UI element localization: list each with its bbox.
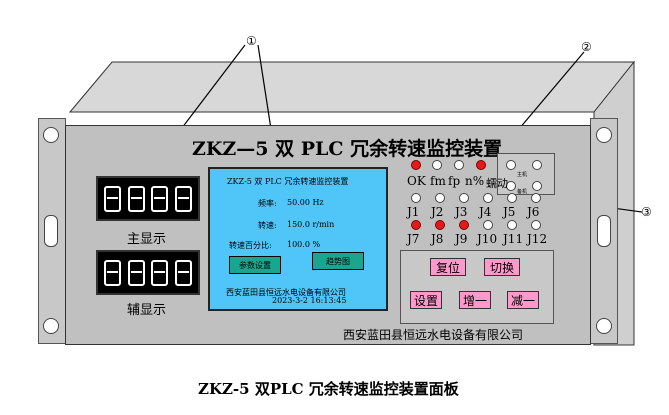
main-digit-4 [174,185,192,212]
left-ear-hole-bottom [43,318,59,334]
relay-led-j9 [459,220,469,230]
relay-led-j2 [435,193,445,203]
lcd-title: ZKZ-5 双 PLC 冗余转速监控装置 [227,177,349,186]
status-led-npct [476,160,486,170]
main-display [96,176,200,221]
status-label-fm: fm [430,174,446,188]
relay-led-j7 [411,220,421,230]
status-label-creep: 蠕动 [486,177,508,190]
relay-label-j9: J9 [455,232,468,246]
decrease-button[interactable]: 减一 [507,291,539,309]
aux-display-label: 辅显示 [127,303,167,318]
status-led-fm [432,160,442,170]
callout-2: ② [581,40,592,54]
relay-label-j1: J1 [407,205,420,219]
lcd-datetime: 2023-3-2 16:13:45 [272,296,347,305]
relay-label-j5: J5 [503,205,516,219]
panel-title: ZKZ—5 双 PLC 冗余转速监控装置 [192,138,503,160]
status-label-npct: n% [465,174,485,188]
relay-led-j10 [483,220,493,230]
relay-label-j2: J2 [431,205,444,219]
switch-button[interactable]: 切换 [484,258,520,276]
right-ear-slot [597,215,611,247]
callout-1: ① [246,34,257,48]
lcd-screen[interactable] [208,167,388,311]
status-label-ok: OK [407,174,426,188]
status-led-fp [454,160,464,170]
lcd-speed-value: 150.0 r/min [287,220,335,229]
relay-led-j3 [459,193,469,203]
relay-led-j11 [507,220,517,230]
status-led-box [497,153,555,195]
relay-led-j8 [435,220,445,230]
standby-led-2 [532,181,542,191]
lcd-speed-label: 转速: [258,221,277,230]
main-display-label: 主显示 [127,232,167,247]
increase-button[interactable]: 增一 [459,291,491,309]
relay-label-j8: J8 [431,232,444,246]
status-label-fp: fp [448,174,461,188]
lcd-pct-value: 100.0 % [287,240,321,249]
right-ear-hole-top [596,127,612,143]
lcd-company: 西安蓝田县恒远水电设备有限公司 [226,288,346,297]
settings-button[interactable]: 设置 [410,291,442,309]
aux-digit-2 [127,259,145,286]
relay-label-j3: J3 [455,205,468,219]
standby-label: 备机 [517,189,528,195]
main-digit-3 [151,185,169,212]
main-digit-1 [104,185,122,212]
aux-display [96,250,200,295]
host-label: 主机 [517,172,528,178]
relay-led-j4 [483,193,493,203]
figure-caption: ZKZ-5 双PLC 冗余转速监控装置面板 [198,380,459,398]
relay-label-j7: J7 [407,232,420,246]
lcd-freq-value: 50.00 Hz [287,198,324,207]
panel-company: 西安蓝田县恒远水电设备有限公司 [343,328,524,342]
lcd-trend-button[interactable]: 趋势图 [312,252,364,270]
lcd-params-button[interactable]: 参数设置 [229,256,281,274]
aux-digit-3 [151,259,169,286]
left-ear-hole-top [43,127,59,143]
relay-label-j12: J12 [527,232,548,246]
lcd-freq-label: 频率: [258,199,277,208]
relay-led-j6 [531,193,541,203]
standby-led-1 [506,181,516,191]
callout-3: ③ [641,205,652,219]
main-digit-2 [127,185,145,212]
relay-label-j11: J11 [503,232,524,246]
lcd-pct-label: 转速百分比: [229,241,272,250]
relay-led-j1 [411,193,421,203]
left-ear-slot [44,215,58,247]
reset-button[interactable]: 复位 [430,258,466,276]
aux-digit-4 [174,259,192,286]
relay-led-j12 [531,220,541,230]
relay-label-j10: J10 [477,232,498,246]
status-led-ok [411,160,421,170]
relay-label-j6: J6 [527,205,540,219]
right-ear-hole-bottom [596,318,612,334]
host-led-2 [532,160,542,170]
keypad [400,250,554,324]
relay-led-j5 [507,193,517,203]
aux-digit-1 [104,259,122,286]
relay-label-j4: J4 [479,205,492,219]
host-led-1 [506,160,516,170]
